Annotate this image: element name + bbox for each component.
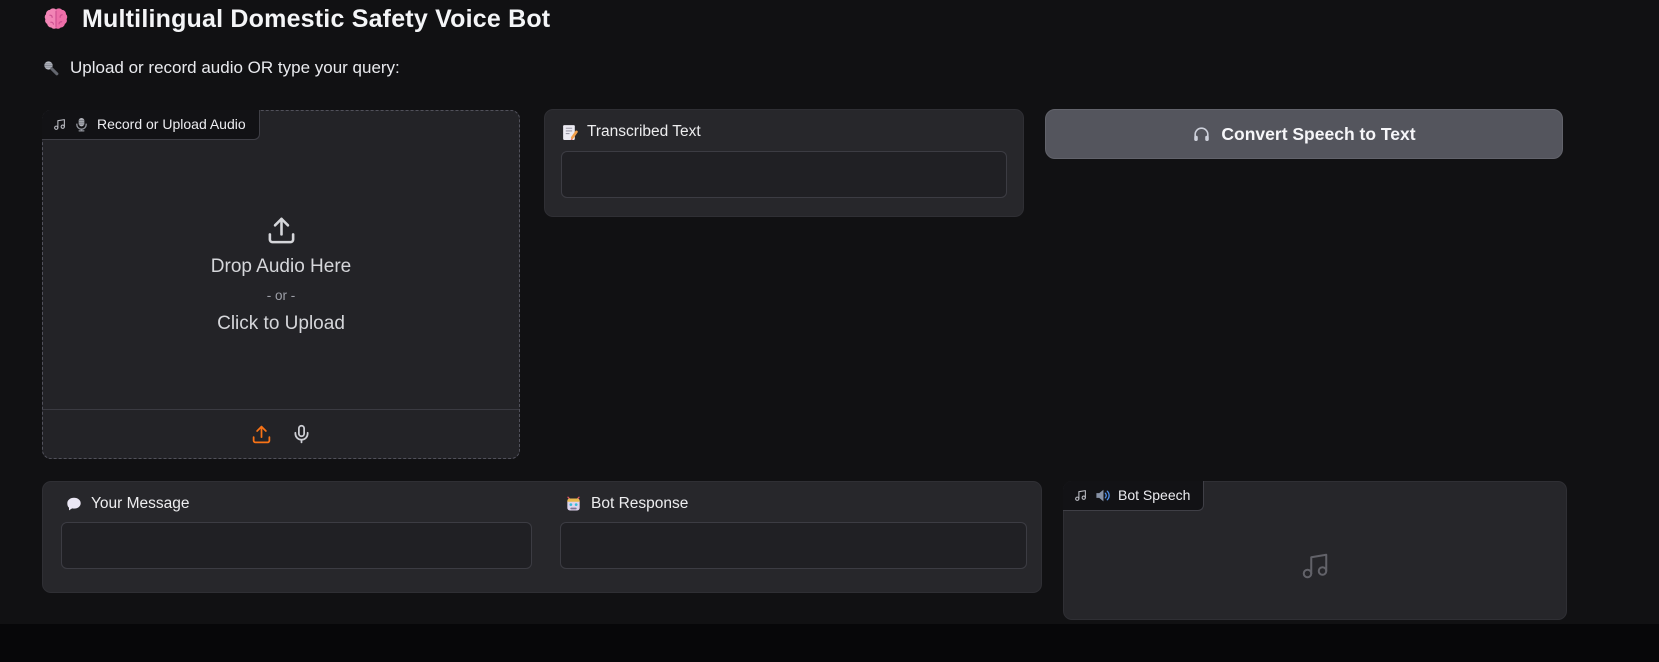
audio-source-toolbar — [43, 409, 519, 458]
transcribed-text-label: Transcribed Text — [561, 123, 1007, 141]
your-message-label: Your Message — [61, 495, 532, 513]
bot-speech-empty-state — [1064, 513, 1566, 619]
robot-icon — [565, 496, 582, 513]
microphone-record-icon — [291, 424, 312, 445]
audio-input-label: Record or Upload Audio — [42, 110, 260, 140]
your-message-field: Your Message — [61, 495, 532, 569]
audio-dropzone[interactable]: Drop Audio Here - or - Click to Upload — [44, 142, 518, 408]
bot-speech-label: Bot Speech — [1063, 481, 1205, 511]
studio-microphone-icon — [74, 117, 89, 132]
convert-speech-button[interactable]: Convert Speech to Text — [1045, 109, 1563, 159]
microphone-source-button[interactable] — [289, 422, 314, 447]
your-message-label-text: Your Message — [91, 495, 190, 512]
transcribed-text-input[interactable] — [561, 151, 1007, 198]
dropzone-title: Drop Audio Here — [210, 256, 352, 277]
page-subtitle-row: Upload or record audio OR type your quer… — [42, 58, 400, 78]
upload-tray-icon — [266, 215, 297, 246]
audio-input-component: Record or Upload Audio Drop Audio Here -… — [42, 110, 520, 459]
bot-speech-label-text: Bot Speech — [1118, 487, 1191, 503]
message-response-panel: Your Message Bot Response — [42, 481, 1042, 593]
bot-response-label: Bot Response — [560, 495, 1027, 513]
bot-speech-component: Bot Speech — [1063, 481, 1567, 620]
music-notes-icon — [53, 118, 66, 131]
bot-response-input[interactable] — [560, 522, 1027, 569]
upload-source-button[interactable] — [249, 422, 274, 447]
dropzone-subtitle: Click to Upload — [217, 313, 345, 334]
microphone-icon — [42, 59, 60, 77]
brain-icon — [42, 6, 70, 34]
page-header: Multilingual Domestic Safety Voice Bot — [42, 5, 550, 34]
speaker-icon — [1095, 488, 1110, 503]
speech-balloon-icon — [66, 496, 82, 512]
music-notes-icon — [1300, 551, 1330, 581]
convert-speech-button-label: Convert Speech to Text — [1221, 123, 1416, 144]
transcribed-text-component: Transcribed Text — [544, 109, 1024, 217]
audio-input-label-text: Record or Upload Audio — [97, 116, 246, 132]
bot-response-label-text: Bot Response — [591, 495, 689, 512]
upload-tray-icon — [251, 424, 272, 445]
page-subtitle: Upload or record audio OR type your quer… — [70, 58, 400, 77]
music-notes-icon — [1074, 489, 1087, 502]
page-title: Multilingual Domestic Safety Voice Bot — [82, 5, 551, 33]
headphones-icon — [1192, 125, 1211, 144]
memo-icon — [561, 124, 578, 141]
bot-response-field: Bot Response — [560, 495, 1027, 569]
transcribed-text-label-text: Transcribed Text — [587, 123, 701, 140]
dropzone-separator: - or - — [266, 288, 296, 303]
your-message-input[interactable] — [61, 522, 532, 569]
